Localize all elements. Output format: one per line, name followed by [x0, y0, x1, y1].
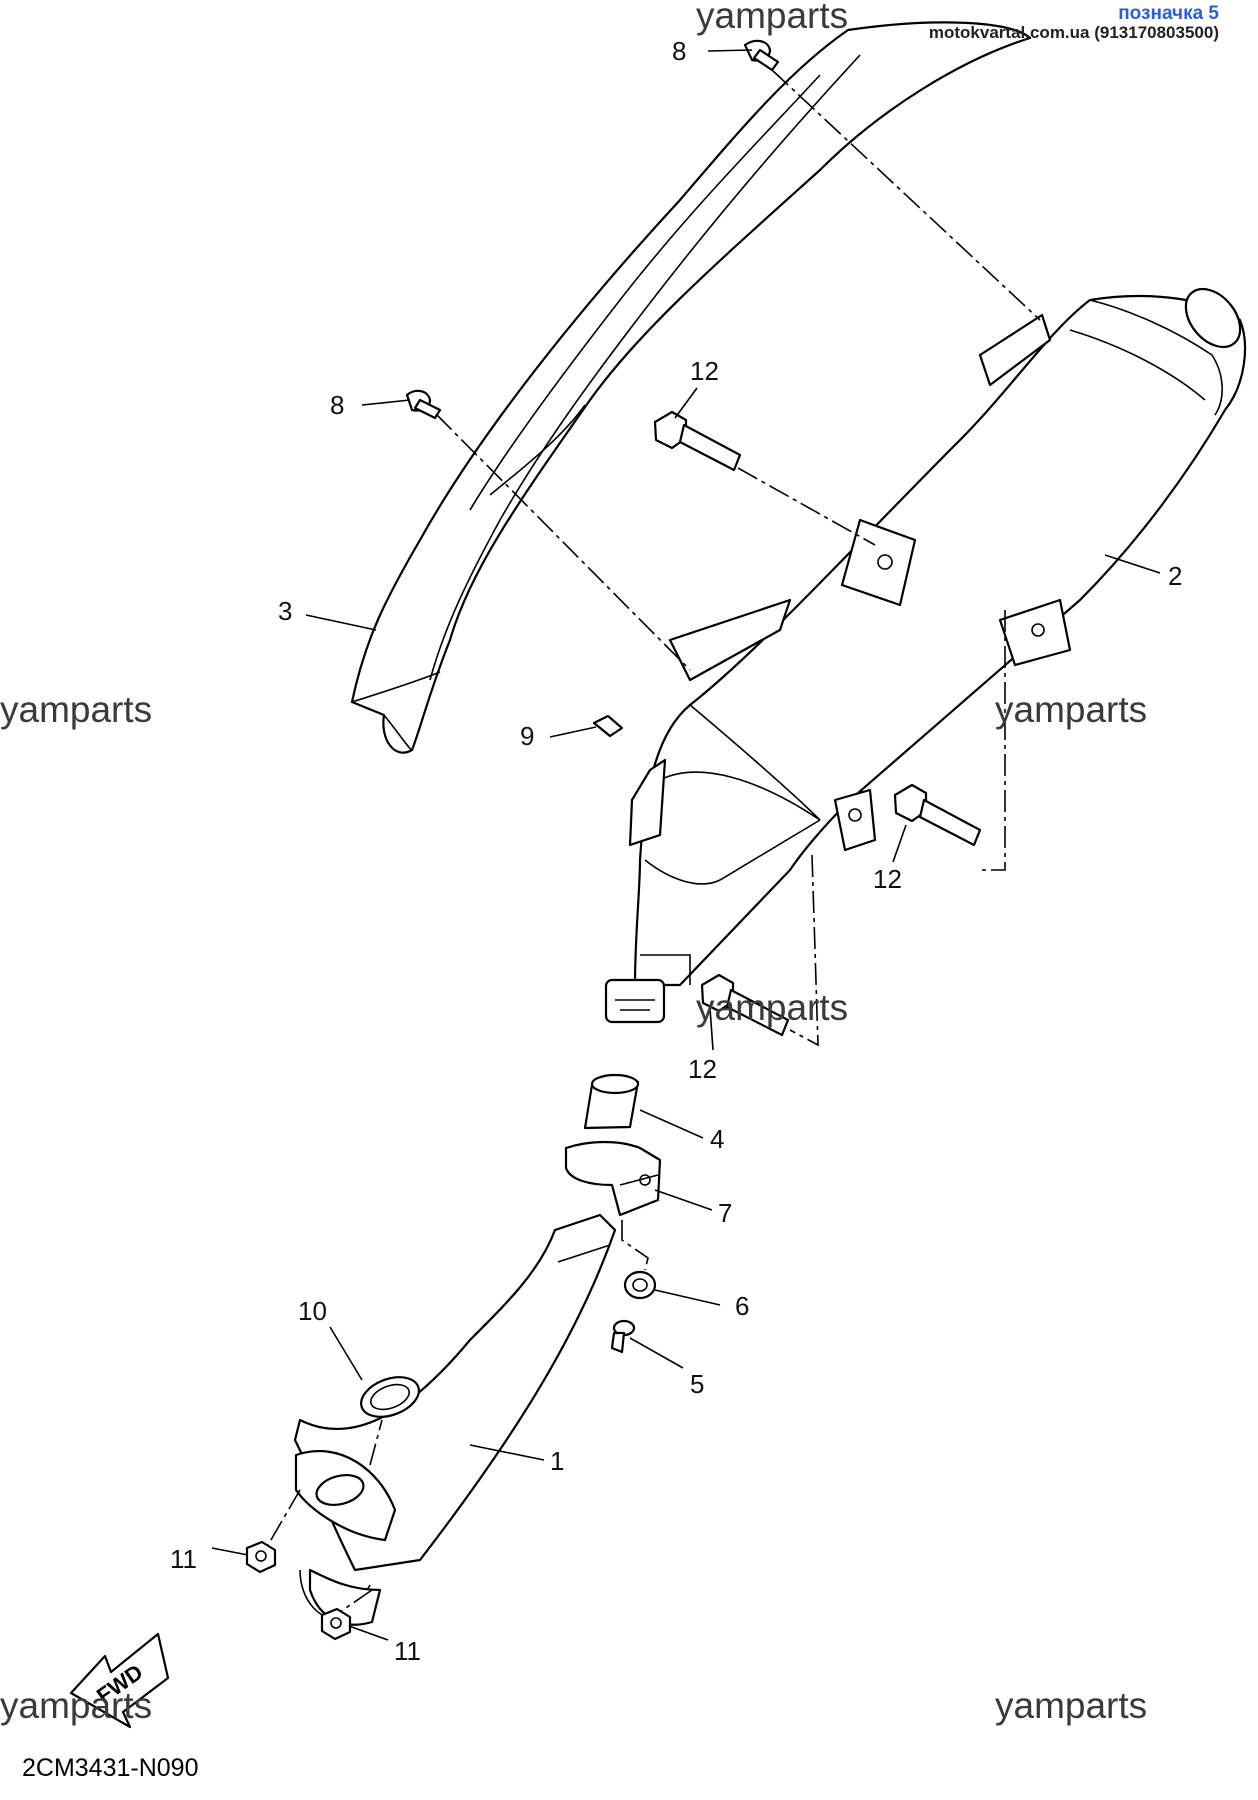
watermark-bottom-right: yamparts: [995, 1685, 1147, 1726]
watermark-middle: yamparts: [696, 987, 848, 1028]
leader-lines: [211, 49, 1161, 1641]
protector-cover[interactable]: [350, 21, 1032, 754]
watermark-bottom-left: yamparts: [0, 1685, 152, 1726]
callout-8-top: 8: [672, 36, 686, 66]
screw-8-left[interactable]: [405, 389, 442, 420]
nut-11-bottom[interactable]: [320, 1607, 352, 1641]
bolt-5[interactable]: [610, 1319, 636, 1354]
screw-8-top[interactable]: [743, 39, 780, 72]
bolt-12-bottom[interactable]: [700, 973, 790, 1037]
callout-4: 4: [710, 1124, 724, 1154]
fwd-arrow-icon: FWD: [69, 1632, 170, 1729]
gasket[interactable]: [356, 1370, 425, 1424]
marker-link[interactable]: позначка 5: [1118, 3, 1219, 24]
source-site: motokvartal.com.ua (913170803500): [928, 22, 1219, 42]
callout-11-bottom: 11: [394, 1636, 421, 1666]
callout-3: 3: [278, 596, 292, 626]
callout-6: 6: [735, 1291, 749, 1321]
exhaust-pipe[interactable]: [293, 1213, 617, 1626]
callout-11-left: 11: [170, 1544, 197, 1574]
callout-7: 7: [718, 1198, 732, 1228]
callout-5: 5: [690, 1369, 704, 1399]
callouts: 8 8 3 2 12 12 12 9 4 7 6 5 10 1 11 11: [170, 36, 1182, 1666]
bolt-12-right[interactable]: [893, 783, 982, 847]
diagram-part-code: 2CM3431-N090: [22, 1754, 199, 1782]
assembly-lines: [267, 69, 1041, 1613]
washer[interactable]: [623, 1270, 657, 1300]
watermark-left: yamparts: [0, 689, 152, 730]
muffler[interactable]: [604, 279, 1251, 1024]
callout-1: 1: [550, 1446, 564, 1476]
source-badge: позначка 5 motokvartal.com.ua (913170803…: [929, 4, 1219, 42]
bolt-12-top[interactable]: [653, 410, 742, 472]
watermark-right: yamparts: [995, 689, 1147, 730]
callout-2: 2: [1168, 561, 1182, 591]
nut-11-left[interactable]: [245, 1540, 277, 1574]
clamp[interactable]: [564, 1140, 662, 1217]
callout-10: 10: [298, 1296, 327, 1326]
watermarks: yamparts yamparts yamparts yamparts yamp…: [0, 0, 1147, 1726]
callout-8-left: 8: [330, 390, 344, 420]
clip[interactable]: [592, 714, 624, 738]
sleeve[interactable]: [583, 1073, 640, 1130]
callout-12-bottom: 12: [688, 1054, 717, 1084]
callout-12-right: 12: [873, 864, 902, 894]
callout-12-top: 12: [690, 356, 719, 386]
callout-9: 9: [520, 721, 534, 751]
watermark-top: yamparts: [696, 0, 848, 36]
